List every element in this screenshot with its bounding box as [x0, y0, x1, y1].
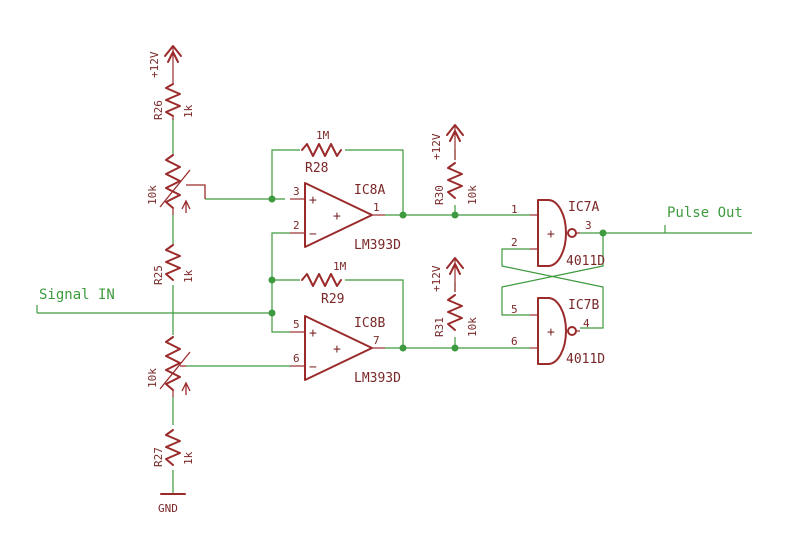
comparator-ic8a: + − + 3 2 1 IC8A LM393D — [290, 182, 401, 253]
ic8a-part: LM393D — [354, 238, 401, 253]
pin-number: 3 — [293, 185, 300, 198]
wires — [36, 118, 752, 493]
r26-name: R26 — [152, 100, 165, 120]
resistor-r29: 1M R29 — [301, 260, 347, 307]
noninverting-symbol: + — [309, 326, 317, 341]
nand-gate-ic7b: + 5 6 4 IC7B 4011D — [511, 297, 605, 367]
r27-value: 1k — [182, 451, 195, 465]
inverting-symbol: − — [309, 360, 317, 375]
ic8a-name: IC8A — [354, 183, 385, 198]
vcc-symbol-r31: +12V — [430, 257, 464, 292]
output-symbol: + — [333, 342, 341, 357]
vcc-label: +12V — [430, 133, 443, 160]
r31-value: 10k — [466, 317, 479, 337]
junction-dot — [451, 211, 459, 219]
junction-dot — [599, 229, 607, 237]
junction-dot — [268, 195, 276, 203]
junction-dot — [268, 309, 276, 317]
r31-name: R31 — [433, 317, 446, 337]
r28-value: 1M — [316, 129, 330, 142]
signal-in-label: Signal IN — [39, 287, 115, 303]
r27-name: R27 — [152, 447, 165, 467]
junction-dot — [399, 211, 407, 219]
pin-number: 6 — [293, 352, 300, 365]
pin-number: 1 — [511, 203, 518, 216]
gate-symbol: + — [547, 227, 555, 242]
junctions — [268, 195, 607, 352]
r26-value: 1k — [182, 104, 195, 118]
r29-value: 1M — [333, 260, 347, 273]
ic7a-name: IC7A — [568, 200, 599, 215]
junction-dot — [268, 276, 276, 284]
trimpot-lower-value: 10k — [146, 368, 159, 388]
vcc-label: +12V — [148, 51, 161, 78]
resistor-r27: R27 1k — [152, 429, 195, 467]
resistor-r25: R25 1k — [152, 244, 195, 285]
junction-dot — [451, 344, 459, 352]
noninverting-symbol: + — [309, 193, 317, 208]
resistor-r26: R26 1k — [152, 78, 195, 120]
r25-name: R25 — [152, 265, 165, 285]
gnd-symbol: GND — [158, 493, 186, 515]
ic8b-part: LM393D — [354, 371, 401, 386]
r25-value: 1k — [182, 269, 195, 283]
r28-name: R28 — [305, 161, 328, 176]
resistor-r28: 1M R28 — [301, 129, 342, 176]
trimpot-upper: 10k — [146, 154, 206, 215]
pin-number: 5 — [511, 303, 518, 316]
vcc-label: +12V — [430, 265, 443, 292]
nand-gate-ic7a: + 1 2 3 IC7A 4011D — [511, 199, 605, 269]
ic7a-part: 4011D — [566, 254, 605, 269]
pin-number: 1 — [373, 201, 380, 214]
resistor-r31: R31 10k — [433, 294, 479, 337]
gate-symbol: + — [547, 325, 555, 340]
comparator-ic8b: + − + 5 6 7 IC8B LM393D — [290, 315, 401, 386]
pin-number: 2 — [293, 219, 300, 232]
pulse-out-label: Pulse Out — [667, 205, 743, 221]
pin-number: 4 — [583, 317, 590, 330]
trimpot-lower: 10k — [146, 336, 191, 397]
ic7b-name: IC7B — [568, 298, 599, 313]
r30-name: R30 — [433, 185, 446, 205]
ic8b-name: IC8B — [354, 316, 385, 331]
pin-number: 6 — [511, 335, 518, 348]
pin-number: 2 — [511, 236, 518, 249]
pin-number: 5 — [293, 318, 300, 331]
resistor-r30: R30 10k — [433, 162, 479, 205]
output-symbol: + — [333, 209, 341, 224]
ic7b-part: 4011D — [566, 352, 605, 367]
r29-name: R29 — [321, 292, 344, 307]
pin-number: 3 — [585, 219, 592, 232]
trimpot-upper-value: 10k — [146, 185, 159, 205]
vcc-symbol-r26: +12V — [148, 45, 182, 78]
inverting-symbol: − — [309, 227, 317, 242]
gnd-label: GND — [158, 502, 178, 515]
junction-dot — [399, 344, 407, 352]
pin-number: 7 — [373, 334, 380, 347]
r30-value: 10k — [466, 185, 479, 205]
vcc-symbol-r30: +12V — [430, 124, 464, 160]
